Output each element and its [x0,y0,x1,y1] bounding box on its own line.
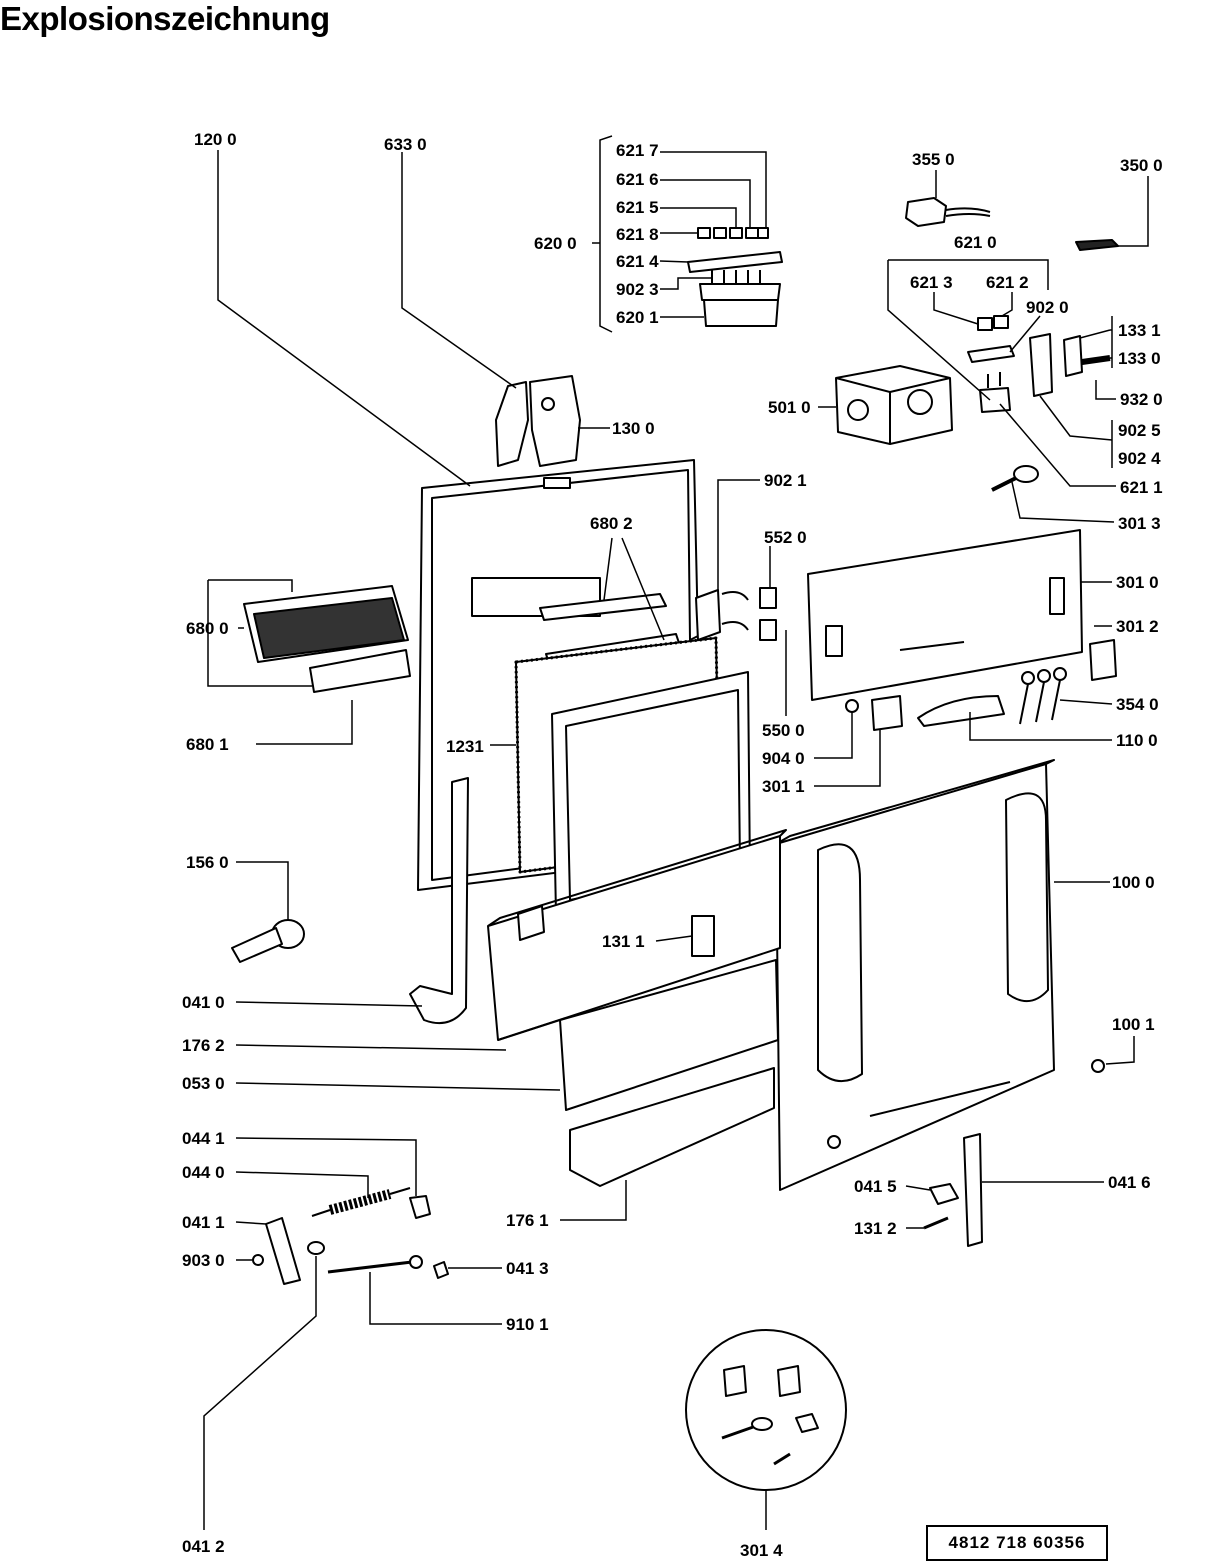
label-1231: 1231 [446,737,484,756]
label-9040: 904 0 [762,749,805,768]
label-1761: 176 1 [506,1211,549,1230]
part-rail-1761 [569,1067,775,1187]
label-9023: 902 3 [616,280,659,299]
label-9021: 902 1 [764,471,807,490]
parts-drawing [231,197,1119,1491]
part-clips-3540 [1019,667,1067,725]
part-kit-3014 [685,1329,847,1491]
label-5500: 550 0 [762,721,805,740]
leader-lines [203,135,1149,1530]
label-6802: 680 2 [590,514,633,533]
part-door-1000 [775,759,1055,1191]
label-3012: 301 2 [1116,617,1159,636]
part-seal-1231 [514,636,751,915]
part-connector-3550 [905,197,991,227]
label-6330: 633 0 [384,135,427,154]
label-1001: 100 1 [1112,1015,1155,1034]
part-frame-front-0530 [487,829,787,1111]
label-6212: 621 2 [986,273,1029,292]
label-1330: 133 0 [1118,349,1161,368]
part-cover-3011 [871,695,903,731]
part-cover-3012 [1089,639,1117,681]
label-9024: 902 4 [1118,449,1161,468]
label-3011: 301 1 [762,777,805,796]
part-hinge-0410 [409,777,469,1024]
label-3550: 355 0 [912,150,955,169]
part-screw-1001 [1091,1059,1105,1073]
label-0441: 044 1 [182,1129,225,1148]
part-key-3013 [991,465,1039,492]
label-6214: 621 4 [616,252,659,271]
label-9025: 902 5 [1118,421,1161,440]
label-0416: 041 6 [1108,1173,1151,1192]
label-3013: 301 3 [1118,514,1161,533]
label-0410: 041 0 [182,993,225,1012]
label-9101: 910 1 [506,1315,549,1334]
label-6217: 621 7 [616,141,659,160]
label-0440: 044 0 [182,1163,225,1182]
label-6215: 621 5 [616,198,659,217]
label-9320: 932 0 [1120,390,1163,409]
part-labels: 120 0 633 0 621 7 621 6 621 5 621 8 620 … [182,130,1163,1560]
label-6216: 621 6 [616,170,659,189]
label-6801: 680 1 [186,735,229,754]
part-switch-6210 [967,315,1015,413]
part-hinge-0416 [923,1133,983,1247]
label-6210: 621 0 [954,233,997,252]
part-panel-6800 [243,585,411,693]
part-5500 [759,619,777,641]
label-1311: 131 1 [602,932,645,951]
label-3540: 354 0 [1116,695,1159,714]
label-6200: 620 0 [534,234,577,253]
label-1331: 133 1 [1118,321,1161,340]
part-9040 [845,699,859,713]
label-9030: 903 0 [182,1251,225,1270]
part-panel-3010 [807,529,1083,701]
label-1762: 176 2 [182,1036,225,1055]
label-5520: 552 0 [764,528,807,547]
part-1560 [231,919,305,963]
part-switch-module-6200 [687,227,783,327]
part-timer-5010 [835,365,953,445]
label-6213: 621 3 [910,273,953,292]
label-1000: 100 0 [1112,873,1155,892]
label-0413: 041 3 [506,1259,549,1278]
label-1560: 156 0 [186,853,229,872]
label-6218: 621 8 [616,225,659,244]
label-6211: 621 1 [1120,478,1163,497]
label-0530: 053 0 [182,1074,225,1093]
label-1312: 131 2 [854,1219,897,1238]
label-1100: 110 0 [1116,731,1158,750]
label-1200: 120 0 [194,130,237,149]
part-handle-1100 [917,695,1005,727]
label-9020: 902 0 [1026,298,1069,317]
part-5520 [759,587,777,609]
part-latch-1300 [495,375,581,467]
page-title: Explosionszeichnung [0,0,330,37]
label-3500: 350 0 [1120,156,1163,175]
part-spring-group-0440 [252,1187,449,1285]
label-3010: 301 0 [1116,573,1159,592]
label-3014: 301 4 [740,1541,783,1560]
label-1300: 130 0 [612,419,655,438]
part-plate-3500 [1075,239,1119,251]
document-number: 4812 718 60356 [926,1525,1108,1561]
label-0411: 041 1 [182,1213,225,1232]
part-bracket-1330 [1029,333,1111,397]
label-0415: 041 5 [854,1177,897,1196]
label-6201: 620 1 [616,308,659,327]
label-0412: 041 2 [182,1537,225,1556]
label-5010: 501 0 [768,398,811,417]
label-6800: 680 0 [186,619,229,638]
